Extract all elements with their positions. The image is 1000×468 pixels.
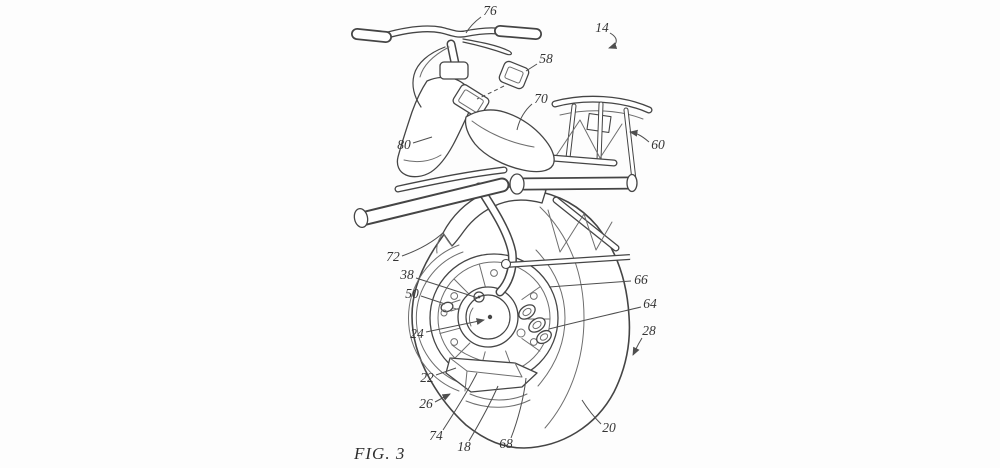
brake-plate	[445, 344, 538, 408]
reference-numeral-18: 18	[457, 439, 471, 454]
leader-line-80	[412, 136, 433, 144]
leader-line-74	[442, 372, 478, 431]
reference-numeral-72: 72	[386, 249, 400, 264]
drive-rollers	[516, 304, 552, 345]
leader-line-68	[510, 377, 527, 439]
onewheel-motorcycle-drawing	[351, 25, 653, 449]
reference-numeral-28: 28	[642, 323, 656, 338]
wheel-hub	[457, 286, 519, 348]
leader-line-50	[420, 295, 446, 305]
hub-small-parts	[440, 291, 485, 317]
reference-numeral-60: 60	[651, 137, 665, 152]
leader-line-58	[525, 63, 538, 72]
reference-numeral-24: 24	[410, 326, 424, 341]
reference-numeral-70: 70	[534, 91, 548, 106]
reference-labels: 76 14 58 70 80 60 72 38 50 24 22 26 74 18 68 20 66 64 28	[386, 3, 665, 454]
reference-numeral-74: 74	[429, 428, 443, 443]
leader-line-70	[516, 103, 533, 131]
front-fairing	[396, 76, 490, 178]
reference-numeral-22: 22	[420, 370, 434, 385]
leader-line-14	[608, 32, 618, 49]
reference-numeral-20: 20	[602, 420, 616, 435]
leader-line-66	[548, 280, 632, 288]
control-module	[476, 60, 530, 100]
reference-numeral-50: 50	[405, 286, 419, 301]
reference-numeral-58: 58	[539, 51, 553, 66]
figure-caption: FIG. 3	[353, 444, 405, 463]
reference-numeral-64: 64	[643, 296, 657, 311]
leader-line-18	[468, 385, 499, 442]
leader-line-22	[435, 367, 457, 376]
hub-center-point	[487, 314, 493, 320]
footrest-tube	[353, 166, 510, 229]
leader-line-28	[632, 337, 643, 356]
leader-line-72	[401, 231, 445, 257]
leader-line-20	[581, 399, 602, 425]
brake-cable	[412, 46, 446, 108]
reference-numeral-66: 66	[634, 272, 648, 287]
leader-line-76	[465, 16, 482, 34]
leader-line-24	[425, 318, 485, 333]
leader-line-60	[629, 129, 650, 143]
reference-numeral-80: 80	[397, 137, 411, 152]
handlebar	[351, 25, 542, 108]
steering-strut	[474, 182, 517, 297]
leader-line-38	[415, 277, 479, 299]
seat	[464, 109, 555, 173]
reference-numeral-14: 14	[595, 20, 609, 35]
reference-numeral-68: 68	[499, 436, 513, 451]
reference-numeral-38: 38	[399, 267, 414, 282]
rear-frame	[500, 95, 653, 270]
stem-clamp	[439, 61, 469, 80]
leader-line-64	[548, 306, 642, 330]
reference-numeral-76: 76	[483, 3, 497, 18]
reference-numeral-26: 26	[419, 396, 433, 411]
brake-lever	[462, 38, 512, 56]
leader-line-26	[434, 393, 451, 403]
